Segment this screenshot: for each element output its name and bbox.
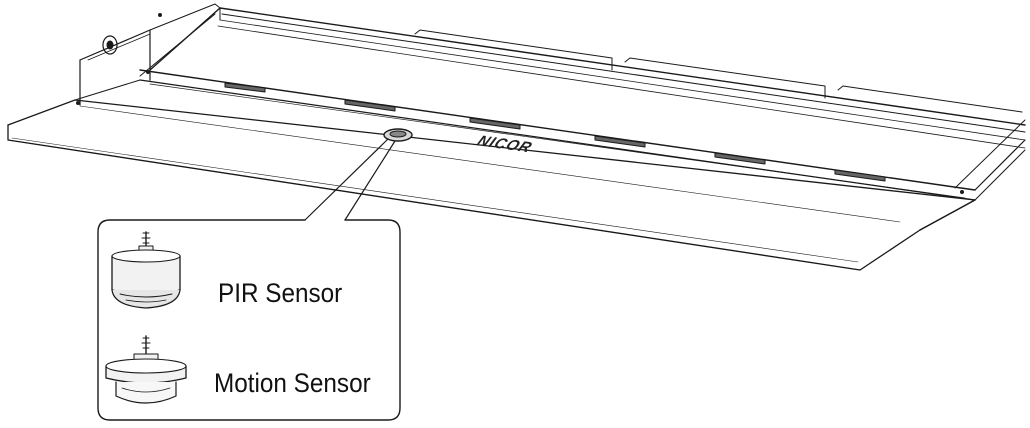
motion-sensor-label: Motion Sensor [214, 368, 371, 398]
motion-sensor-icon [105, 335, 187, 404]
sensor-port-icon [383, 128, 413, 142]
pir-sensor-label: PIR Sensor [218, 278, 343, 308]
callout-box [97, 219, 401, 421]
luminaire-body [7, 3, 1026, 271]
pir-sensor-icon [111, 231, 181, 309]
callout-leader [304, 138, 396, 221]
